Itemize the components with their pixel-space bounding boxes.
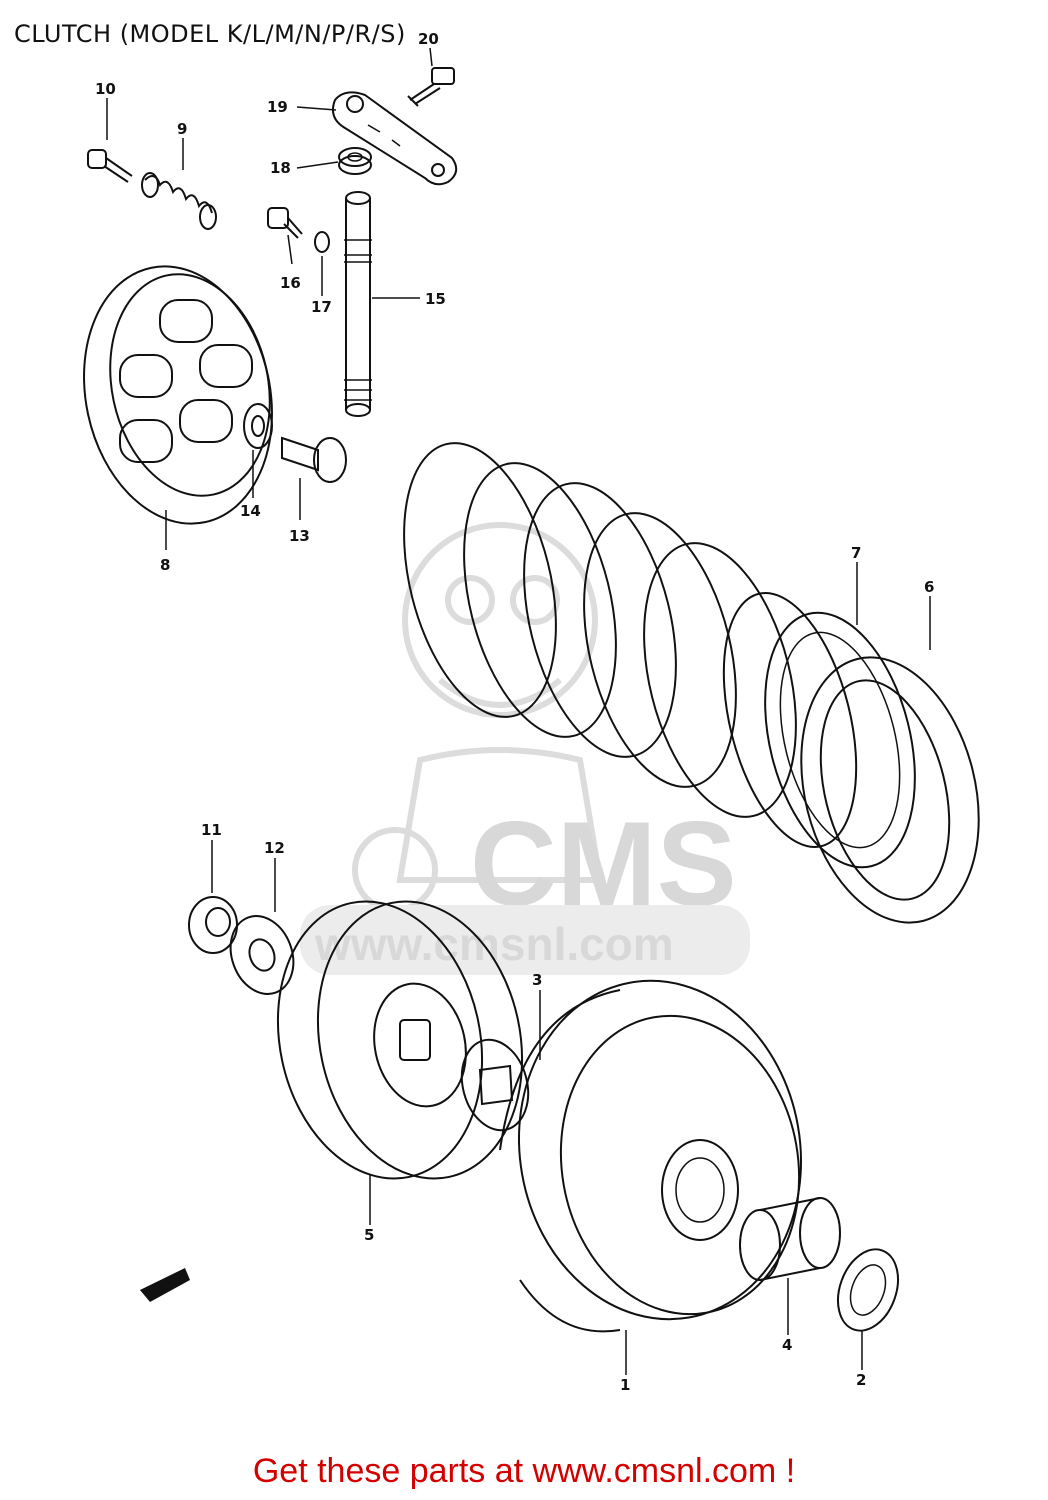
callout-20: 20 [418, 30, 439, 48]
part-16-bolt [267, 207, 303, 239]
part-17-washer [314, 231, 330, 253]
callout-12: 12 [264, 839, 285, 857]
callout-10: 10 [95, 80, 116, 98]
part-3-washer [460, 1038, 530, 1132]
watermark-url: www.cmsnl.com [314, 918, 674, 970]
part-13-push-piece [281, 436, 347, 483]
part-12-lock-washer [229, 915, 295, 995]
part-15-release-shaft [344, 191, 372, 417]
callout-7: 7 [851, 544, 861, 562]
callout-9: 9 [177, 120, 187, 138]
callout-6: 6 [924, 578, 934, 596]
part-4-needle-bearing [739, 1197, 841, 1281]
watermark-url-band [300, 905, 750, 975]
callout-14: 14 [240, 502, 261, 520]
part-9-spring [141, 172, 217, 230]
part-20-screw [407, 67, 455, 107]
part-5-sleeve-hub [276, 900, 524, 1180]
callout-1: 1 [620, 1376, 630, 1394]
part-2-thrust-washer [837, 1248, 899, 1332]
callout-5: 5 [364, 1226, 374, 1244]
part-10-screw [87, 149, 133, 183]
watermark: CMS www.cmsnl.com [300, 522, 750, 975]
part-6-drive-plate [800, 656, 980, 924]
callout-18: 18 [270, 159, 291, 177]
callout-16: 16 [280, 274, 301, 292]
part-19-lever [332, 91, 458, 186]
callout-19: 19 [267, 98, 288, 116]
direction-arrow-icon [140, 1268, 190, 1302]
footer-link-text[interactable]: Get these parts at www.cmsnl.com ! [252, 1452, 796, 1490]
part-14-bearing [243, 403, 273, 449]
leader-lines [106, 47, 931, 1375]
callout-13: 13 [289, 527, 310, 545]
callout-2: 2 [856, 1371, 866, 1389]
callout-17: 17 [311, 298, 332, 316]
callout-4: 4 [782, 1336, 792, 1354]
part-1-clutch-housing [499, 979, 802, 1333]
callout-labels: 1 2 3 4 5 6 7 8 9 10 11 12 13 14 15 16 1… [95, 30, 934, 1394]
part-7-driven-plate [764, 611, 916, 869]
callout-3: 3 [532, 971, 542, 989]
callout-15: 15 [425, 290, 446, 308]
callout-8: 8 [160, 556, 170, 574]
callout-11: 11 [201, 821, 222, 839]
diagram-title: CLUTCH (MODEL K/L/M/N/P/R/S) [14, 20, 406, 48]
part-8-pressure-plate [83, 265, 273, 525]
clutch-plate-stack [403, 442, 980, 924]
part-18-oil-seal [338, 147, 372, 175]
